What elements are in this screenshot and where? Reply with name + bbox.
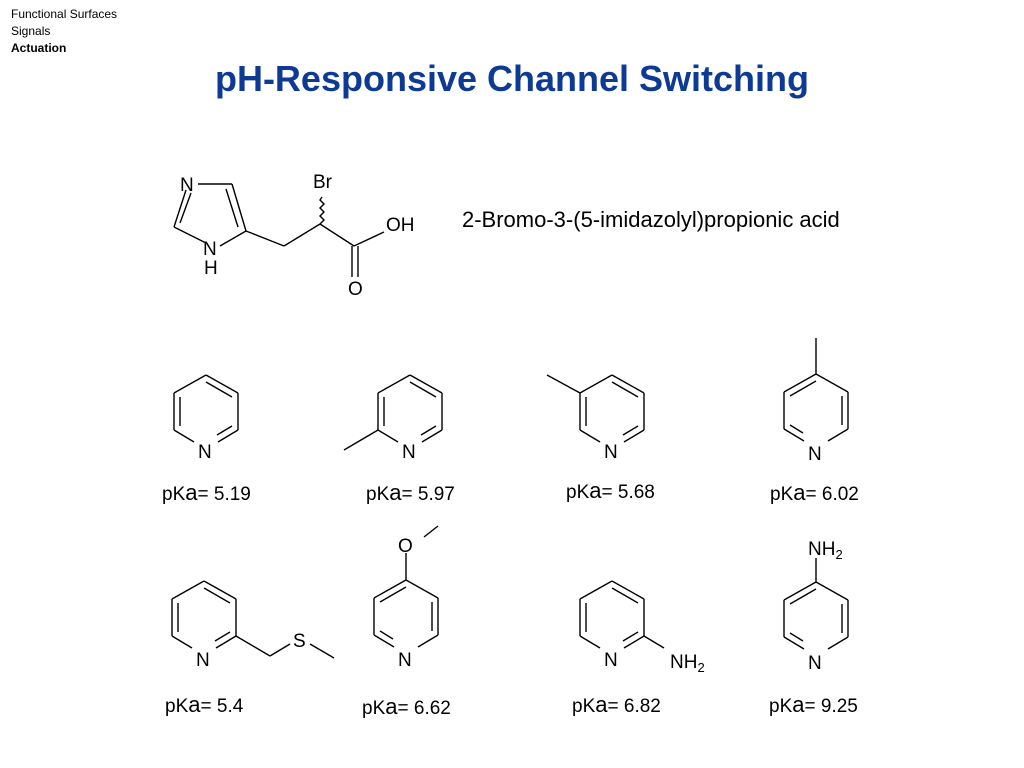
compound-name: 2-Bromo-3-(5-imidazolyl)propionic acid (462, 207, 840, 232)
atom-n: N (808, 444, 822, 465)
atom-n: N (604, 650, 618, 671)
2-aminopyridine-structure: N NH2 (579, 580, 705, 675)
atom-h-ring: H (204, 258, 218, 279)
pka-value: 9.25 (820, 696, 858, 717)
page-title: pH-Responsive Channel Switching (214, 58, 810, 99)
atom-n: N (402, 442, 416, 463)
atom-oh: OH (386, 215, 415, 236)
imidazolyl-propionic-acid-structure: N N H Br OH O (173, 172, 415, 300)
breadcrumb-item-functional-surfaces[interactable]: Functional Surfaces (11, 7, 118, 21)
pyridine-structure: N (173, 374, 239, 463)
breadcrumb: Functional Surfaces Signals Actuation (11, 6, 117, 57)
pka-2-methylpyridine: pKa= 5.97 (366, 480, 455, 505)
pka-value: 6.62 (413, 698, 451, 719)
pka-value: 6.02 (821, 484, 859, 505)
pka-2-methylthiomethylpyridine: pKa= 5.4 (165, 692, 244, 717)
4-methylpyridine-structure: N (783, 338, 849, 465)
pka-4-methoxypyridine: pKa= 6.62 (362, 694, 451, 719)
pka-value: 5.97 (417, 484, 455, 505)
atom-br: Br (313, 172, 333, 193)
pka-3-methylpyridine: pKa= 5.68 (566, 478, 655, 503)
atom-n: N (198, 442, 212, 463)
pka-value: 5.19 (213, 484, 251, 505)
pka-value: 5.68 (617, 482, 655, 503)
atom-n-ring: N (203, 239, 217, 260)
atom-nh2: NH2 (670, 652, 705, 675)
pka-4-methylpyridine: pKa= 6.02 (770, 480, 859, 505)
2-methylthiomethylpyridine-structure: N S (171, 580, 335, 671)
breadcrumb-item-signals[interactable]: Signals (11, 24, 51, 38)
pka-4-aminopyridine: pKa= 9.25 (769, 692, 858, 717)
pka-2-aminopyridine: pKa= 6.82 (572, 692, 661, 717)
atom-n: N (808, 653, 822, 674)
breadcrumb-item-actuation[interactable]: Actuation (11, 41, 67, 55)
atom-n: N (398, 650, 412, 671)
pka-value: 5.4 (216, 696, 244, 717)
pka-value: 6.82 (623, 696, 661, 717)
atom-n: N (604, 442, 618, 463)
2-methylpyridine-structure: N (343, 374, 443, 463)
atom-nh2: NH2 (808, 539, 843, 562)
atom-s: S (293, 631, 306, 652)
atom-o: O (398, 536, 413, 557)
atom-n: N (196, 650, 210, 671)
atom-o: O (348, 279, 363, 300)
4-aminopyridine-structure: NH2 N (783, 539, 849, 674)
atom-n-top: N (180, 175, 194, 196)
pka-pyridine: pKa= 5.19 (162, 480, 251, 505)
3-methylpyridine-structure: N (546, 374, 645, 463)
4-methoxypyridine-structure: O N (373, 525, 439, 671)
